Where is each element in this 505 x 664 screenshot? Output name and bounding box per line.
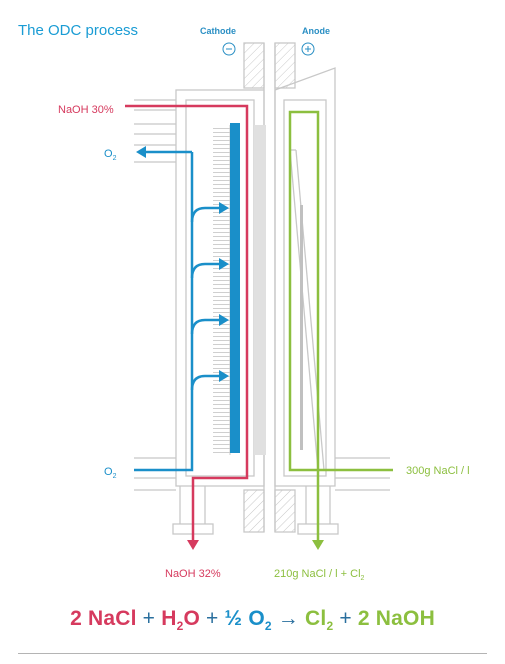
equation-plus-1: + [142, 607, 156, 630]
oxygen-in-line [134, 405, 194, 472]
equation-plus-2: + [206, 607, 219, 630]
cathode-terminal-icon [222, 42, 236, 56]
equation-arrow: → [277, 607, 299, 630]
brine-outlet-arrow [312, 540, 324, 550]
oxygen-depolarized-cathode [230, 123, 240, 453]
diagram-title: The ODC process [18, 22, 138, 39]
anode-label: Anode [302, 26, 330, 36]
oxygen-feed-arrows [190, 206, 220, 391]
naoh-inlet-label: NaOH 30% [58, 104, 114, 116]
anode-plate [300, 205, 303, 450]
equation-oxygen: ½ O2 [224, 607, 272, 633]
naoh-stream-line [125, 104, 249, 542]
naoh-outlet-label: NaOH 32% [165, 568, 221, 580]
membrane [254, 125, 266, 455]
naoh-outlet-arrow [187, 540, 199, 550]
equation-chlorine: Cl2 [305, 607, 334, 633]
oxygen-out-arrow [136, 146, 146, 158]
equation-plus-3: + [339, 607, 352, 630]
reaction-equation: 2 NaCl + H2O + ½ O2 → Cl2 + 2 NaOH [0, 607, 505, 633]
equation-water: H2O [161, 607, 200, 633]
equation-naoh: 2 NaOH [357, 607, 435, 630]
oxygen-inlet-label: O2 [104, 466, 117, 480]
gas-diffusion-comb [213, 125, 231, 455]
equation-nacl: 2 NaCl [70, 607, 137, 630]
cell-structure [134, 42, 390, 535]
anode-terminal-icon [301, 42, 315, 56]
oxygen-feed-arrowheads [219, 202, 229, 382]
brine-inlet-label: 300g NaCl / l [406, 465, 470, 477]
bottom-divider [18, 653, 487, 654]
oxygen-outlet-label: O2 [104, 148, 117, 162]
brine-in-line [288, 110, 393, 542]
cathode-label: Cathode [200, 26, 236, 36]
brine-outlet-label: 210g NaCl / l + Cl2 [274, 568, 365, 582]
